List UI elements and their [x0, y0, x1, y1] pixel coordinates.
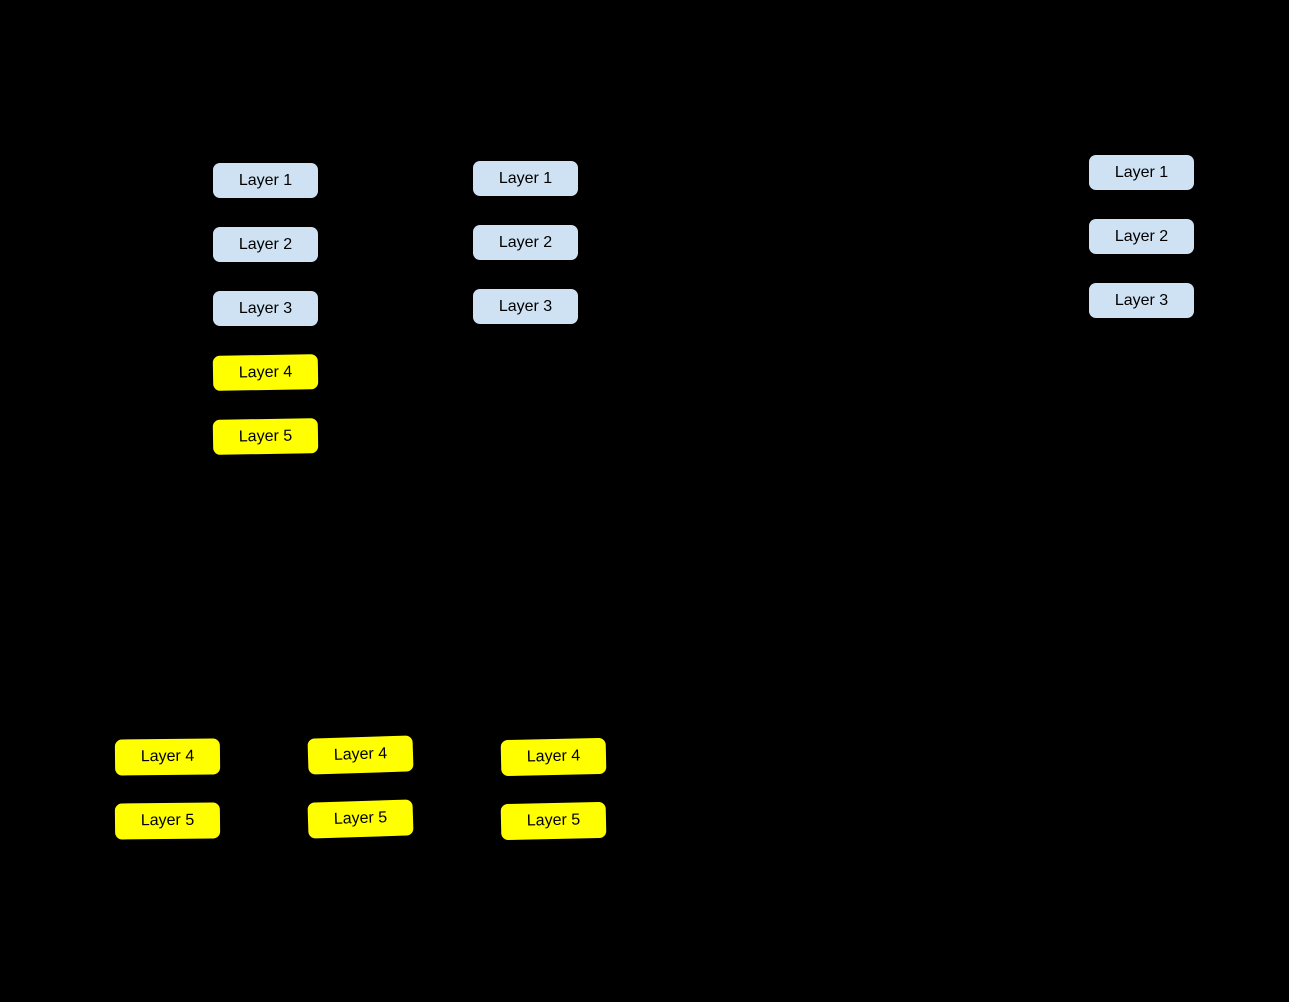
- layer-box: Layer 4: [500, 737, 607, 777]
- layer-box: Layer 1: [473, 161, 578, 196]
- layer-box: Layer 3: [1089, 283, 1194, 318]
- layer-box: Layer 2: [1089, 219, 1194, 254]
- layer-box: Layer 1: [213, 163, 318, 198]
- layer-box: Layer 4: [307, 735, 414, 775]
- layer-box: Layer 2: [473, 225, 578, 260]
- layer-box: Layer 5: [307, 799, 414, 839]
- layer-box: Layer 4: [212, 354, 319, 391]
- layer-box: Layer 1: [1089, 155, 1194, 190]
- layer-box: Layer 5: [212, 418, 319, 455]
- layer-box: Layer 2: [213, 227, 318, 262]
- layer-box: Layer 5: [114, 802, 221, 840]
- layer-box: Layer 3: [473, 289, 578, 324]
- layer-box: Layer 3: [213, 291, 318, 326]
- layer-box: Layer 4: [114, 738, 221, 776]
- layer-box: Layer 5: [500, 801, 607, 841]
